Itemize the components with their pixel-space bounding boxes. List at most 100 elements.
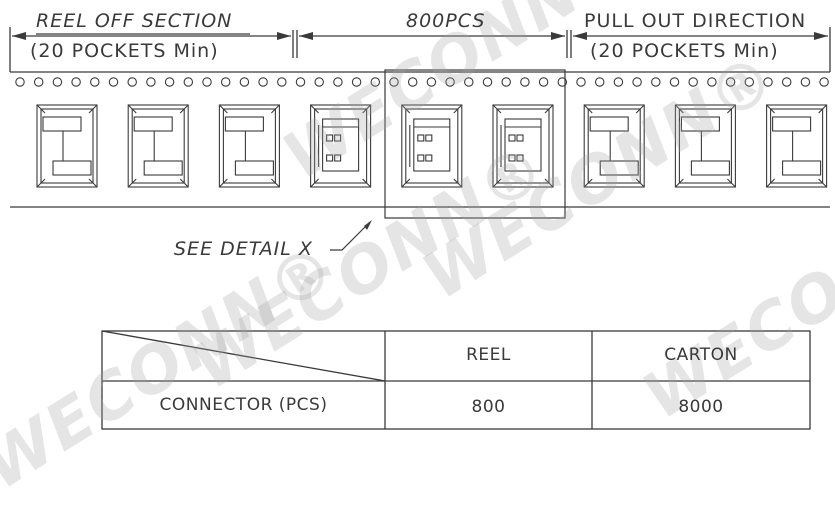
- arrow-pull-left: [573, 32, 587, 40]
- sprocket-hole: [52, 77, 63, 87]
- empty-pocket: [127, 104, 189, 188]
- pocket-corner: [453, 178, 463, 188]
- pocket-corner: [544, 104, 554, 114]
- pocket-rib-top: [589, 116, 629, 132]
- pocket-corner: [362, 104, 371, 114]
- pocket-corner: [492, 104, 502, 114]
- pocket-inner: [131, 108, 185, 184]
- pocket-rib-bottom: [782, 160, 822, 176]
- pocket-corner: [635, 104, 645, 114]
- sprocket-hole: [707, 77, 717, 87]
- sprocket-hole: [164, 77, 175, 87]
- connector-pin: [516, 154, 524, 162]
- dimension-lines: [9, 27, 831, 72]
- sprocket-hole: [669, 77, 680, 87]
- pocket-corner: [219, 104, 228, 114]
- table-row-label: CONNECTOR (PCS): [159, 395, 328, 415]
- sprocket-hole: [651, 77, 661, 87]
- sprocket-hole: [71, 77, 81, 87]
- pocket-corner: [727, 104, 736, 114]
- empty-pocket: [674, 104, 736, 188]
- pocket-corner: [766, 178, 775, 188]
- pocket-rib-bottom: [143, 160, 183, 176]
- pocket-corner: [818, 104, 827, 114]
- pocket-rib-bottom: [599, 160, 639, 176]
- pocket-with-connector: [492, 104, 554, 188]
- connector-body: [322, 118, 360, 172]
- pocket-corner: [453, 104, 463, 114]
- pocket-corner: [271, 178, 280, 188]
- sprocket-hole: [407, 77, 418, 87]
- pocket-corner: [492, 178, 502, 188]
- sprocket-hole: [183, 77, 194, 87]
- table-border: [101, 330, 811, 430]
- pocket-outer: [492, 104, 554, 188]
- detail-leader-line: [330, 221, 371, 251]
- sprocket-hole: [613, 77, 624, 87]
- pocket-rib-top: [133, 116, 173, 132]
- carrier-tape: [10, 71, 830, 208]
- pull-out-direction-label: PULL OUT DIRECTION: [584, 10, 807, 32]
- see-detail-label: SEE DETAIL X: [174, 238, 313, 260]
- sprocket-hole: [127, 77, 137, 87]
- table-header-reel: REEL: [466, 345, 511, 365]
- pocket-corner: [401, 104, 411, 114]
- connector-pin: [516, 134, 524, 142]
- pocket-corner: [635, 178, 645, 188]
- arrow-800-left: [299, 32, 313, 40]
- pocket-outer: [127, 104, 189, 188]
- connector-pin: [326, 154, 334, 162]
- connector-pin: [334, 134, 342, 142]
- pocket-corner: [727, 178, 736, 188]
- table-value-reel: 800: [471, 397, 506, 417]
- sprocket-hole: [538, 77, 549, 87]
- pocket-rib-bottom: [234, 160, 274, 176]
- center-quantity-label: 800PCS: [406, 10, 486, 32]
- pocket-corner: [36, 104, 46, 114]
- sprocket-hole: [426, 77, 437, 87]
- sprocket-hole: [800, 77, 811, 87]
- pull-out-min-label: (20 POCKETS Min): [590, 40, 779, 62]
- sprocket-hole: [277, 77, 287, 87]
- sprocket-hole: [501, 77, 511, 87]
- sprocket-hole: [744, 77, 755, 87]
- pocket-inner: [770, 108, 824, 184]
- sprocket-hole: [688, 77, 698, 87]
- pocket-corner: [88, 104, 98, 114]
- pocket-rib-top: [42, 116, 82, 132]
- sprocket-hole: [557, 77, 568, 87]
- sprocket-hole: [333, 77, 343, 87]
- connector-body: [413, 118, 451, 172]
- sprocket-hole: [594, 77, 605, 87]
- tape-reel-drawing: [9, 27, 831, 430]
- pocket-corner: [583, 104, 593, 114]
- empty-pocket: [218, 104, 280, 188]
- pocket-with-connector: [401, 104, 463, 188]
- connector-pin: [326, 134, 334, 142]
- detail-x-frame: [384, 69, 566, 219]
- pocket-corner: [310, 104, 319, 114]
- pocket-inner: [314, 108, 368, 184]
- sprocket-hole: [220, 77, 231, 87]
- sprocket-hole: [146, 77, 156, 87]
- pocket-inner: [678, 108, 732, 184]
- connector-pin: [508, 154, 516, 162]
- pocket-inner: [496, 108, 550, 184]
- sprocket-hole: [576, 77, 586, 87]
- pocket-inner: [405, 108, 459, 184]
- pocket-corner: [310, 178, 319, 188]
- pocket-outer: [310, 104, 372, 188]
- sprocket-hole: [295, 77, 306, 87]
- pocket-outer: [36, 104, 98, 188]
- sprocket-hole: [520, 77, 530, 87]
- sprocket-hole: [239, 77, 250, 87]
- pocket-inner: [587, 108, 641, 184]
- dim-arrows: [12, 32, 828, 40]
- pocket-corner: [219, 178, 228, 188]
- empty-pocket: [766, 104, 828, 188]
- pocket-outer: [583, 104, 645, 188]
- sprocket-hole: [90, 77, 100, 87]
- pocket-corner: [271, 104, 280, 114]
- connector-pin: [334, 154, 342, 162]
- connector-pin: [425, 154, 433, 162]
